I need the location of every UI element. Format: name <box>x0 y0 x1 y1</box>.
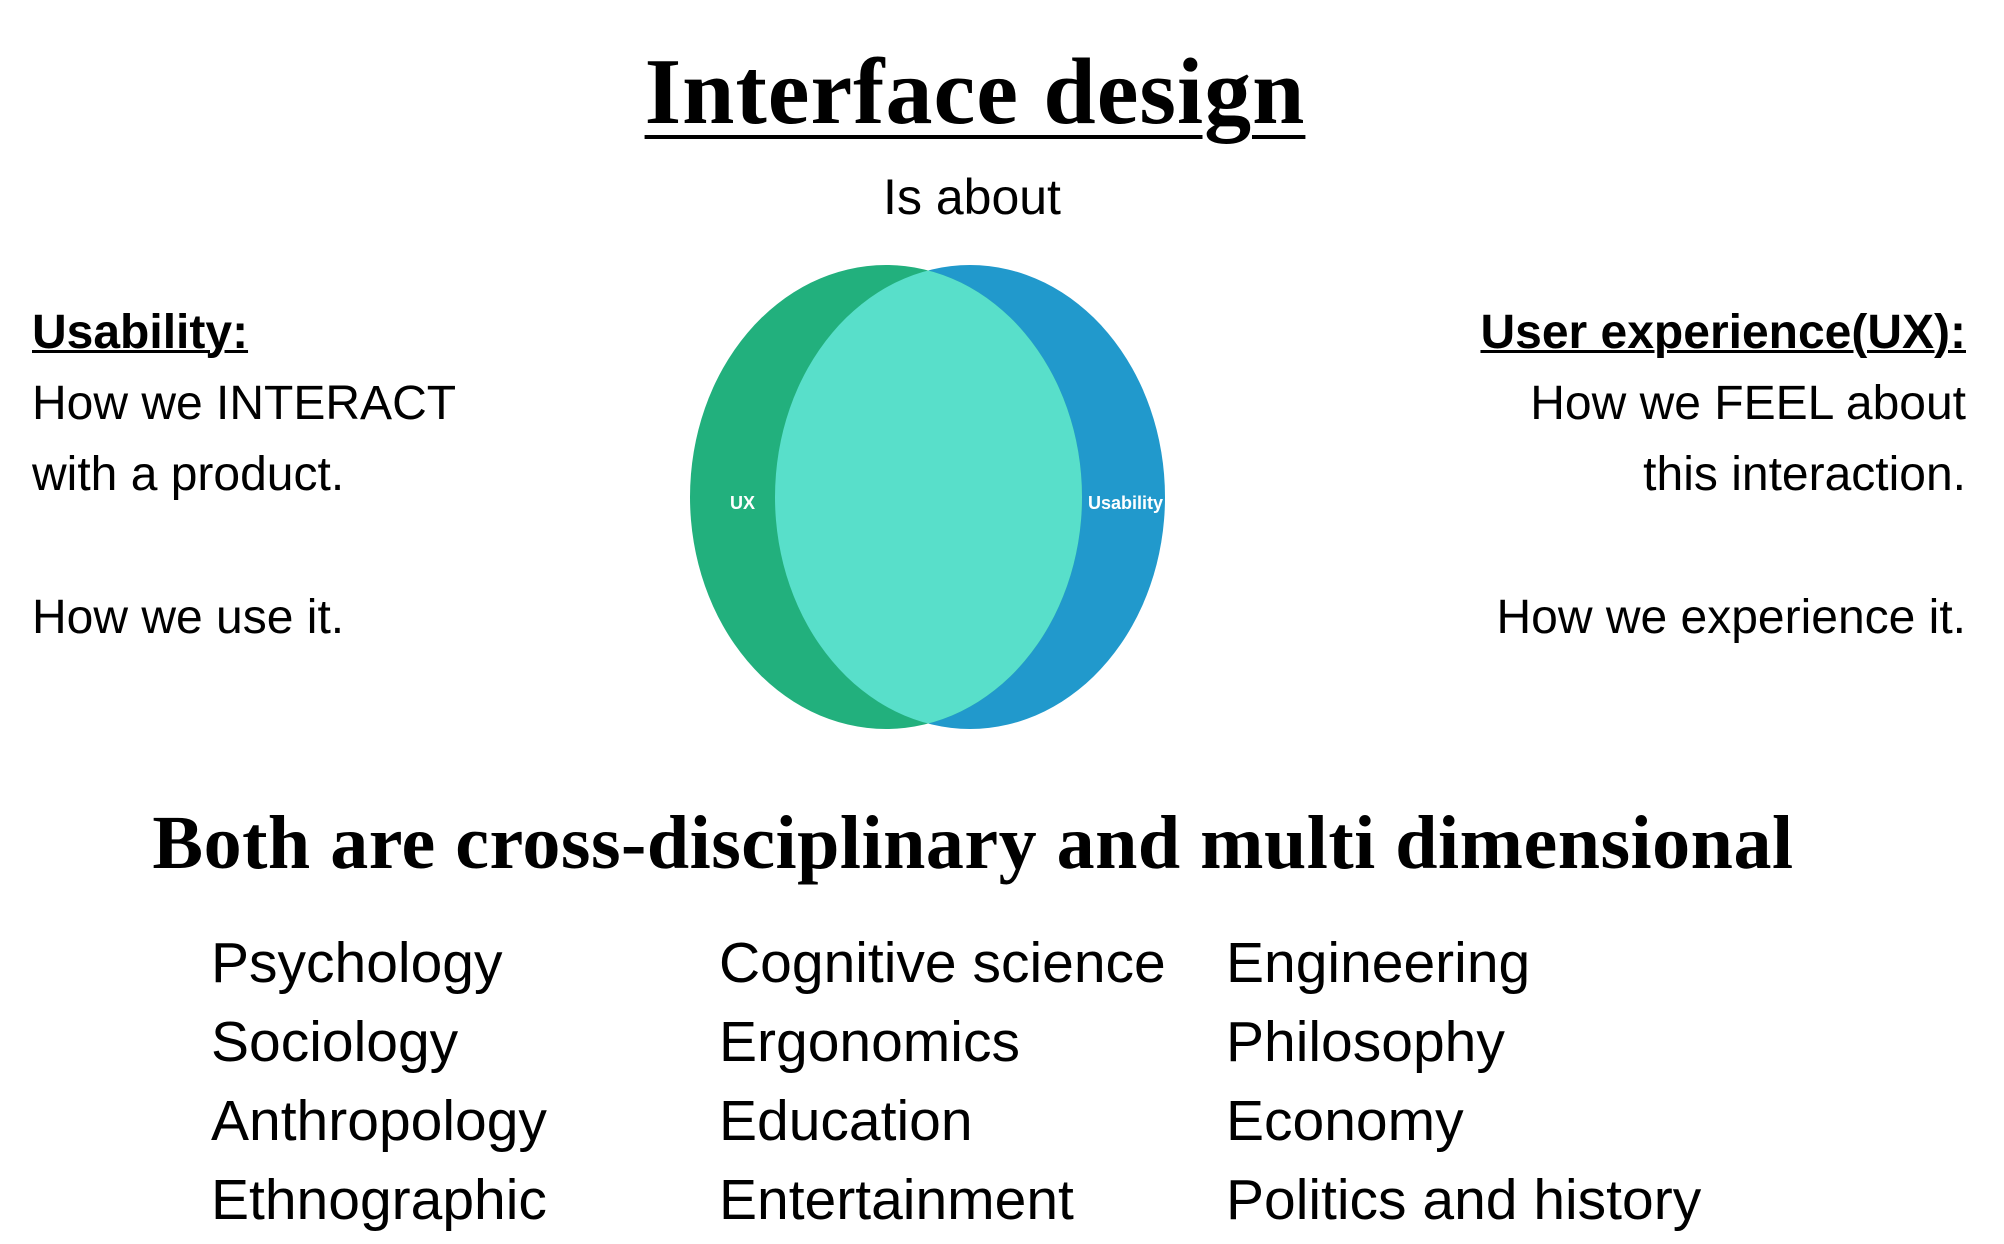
both-heading: Both are cross-disciplinary and multi di… <box>152 801 1794 885</box>
usability-label: Usability <box>1088 493 1163 513</box>
ux-line: How we experience it. <box>1496 591 1966 644</box>
discipline-item: Education <box>719 1089 973 1153</box>
discipline-item: Entertainment <box>719 1168 1074 1232</box>
discipline-item: Philosophy <box>1226 1010 1505 1074</box>
ux-block: User experience(UX): How we FEEL about t… <box>1480 297 1966 653</box>
ux-line: this interaction. <box>1643 448 1966 501</box>
usability-block: Usability: How we INTERACT with a produc… <box>32 297 456 653</box>
discipline-item: Engineering <box>1226 931 1531 995</box>
discipline-item: Ergonomics <box>719 1010 1020 1074</box>
usability-line: with a product. <box>32 448 345 501</box>
title-text: Interface design <box>644 40 1306 144</box>
discipline-item: Economy <box>1226 1089 1464 1153</box>
ux-line: How we FEEL about <box>1530 377 1966 430</box>
ux-label: UX <box>730 493 755 513</box>
venn-diagram: UX Usability <box>690 265 1165 729</box>
discipline-column: Engineering Philosophy Economy Politics … <box>1226 924 1701 1240</box>
discipline-column: Psychology Sociology Anthropology Ethnog… <box>211 924 547 1240</box>
discipline-item: Politics and history <box>1226 1168 1702 1232</box>
discipline-item: Psychology <box>211 931 503 995</box>
discipline-item: Ethnographic <box>211 1168 547 1232</box>
subtitle: Is about <box>883 169 1061 225</box>
ux-heading: User experience(UX): <box>1480 306 1966 359</box>
page-title: Interface design <box>0 38 1950 146</box>
discipline-item: Cognitive science <box>719 931 1166 995</box>
discipline-item: Anthropology <box>211 1089 547 1153</box>
discipline-column: Cognitive science Ergonomics Education E… <box>719 924 1166 1240</box>
usability-line: How we use it. <box>32 591 345 644</box>
usability-heading: Usability: <box>32 306 249 359</box>
discipline-item: Sociology <box>211 1010 459 1074</box>
usability-line: How we INTERACT <box>32 377 457 430</box>
